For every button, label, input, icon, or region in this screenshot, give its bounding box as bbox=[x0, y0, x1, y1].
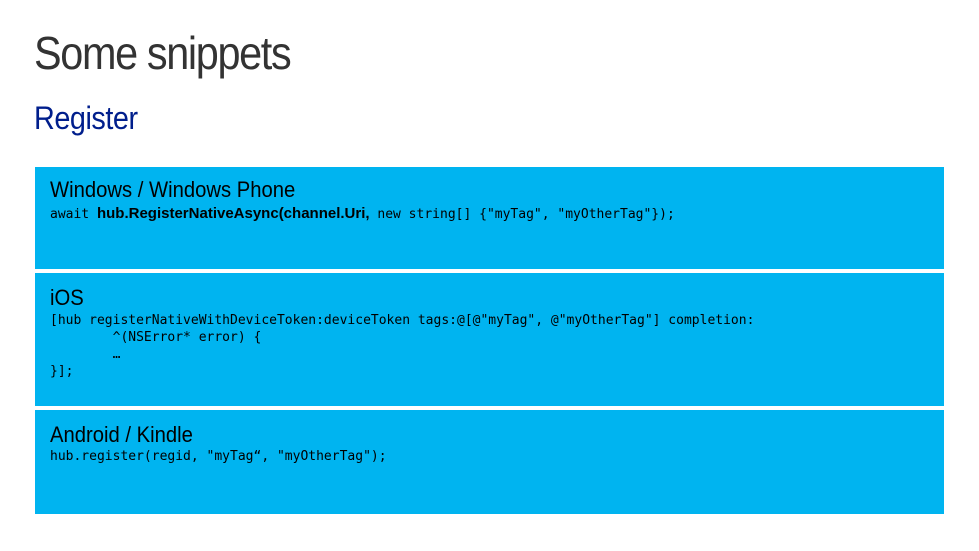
windows-code-suffix: new string[] {"myTag", "myOtherTag"}); bbox=[369, 207, 675, 222]
android-heading: Android / Kindle bbox=[50, 422, 193, 447]
windows-snippet-panel: Windows / Windows Phone await hub.Regist… bbox=[35, 167, 944, 269]
windows-heading: Windows / Windows Phone bbox=[50, 177, 296, 202]
ios-heading: iOS bbox=[50, 285, 84, 310]
slide-title: Some snippets bbox=[34, 27, 292, 79]
ios-code: [hub registerNativeWithDeviceToken:devic… bbox=[50, 313, 755, 379]
slide-subtitle: Register bbox=[34, 100, 138, 136]
android-snippet-panel: Android / Kindle hub.register(regid, "my… bbox=[35, 410, 944, 514]
windows-code-prefix: await bbox=[50, 207, 97, 222]
windows-code: await hub.RegisterNativeAsync(channel.Ur… bbox=[50, 205, 675, 223]
android-code: hub.register(regid, "myTag“, "myOtherTag… bbox=[50, 449, 387, 464]
windows-code-call: hub.RegisterNativeAsync(channel.Uri, bbox=[96, 205, 370, 222]
ios-snippet-panel: iOS [hub registerNativeWithDeviceToken:d… bbox=[35, 273, 944, 406]
